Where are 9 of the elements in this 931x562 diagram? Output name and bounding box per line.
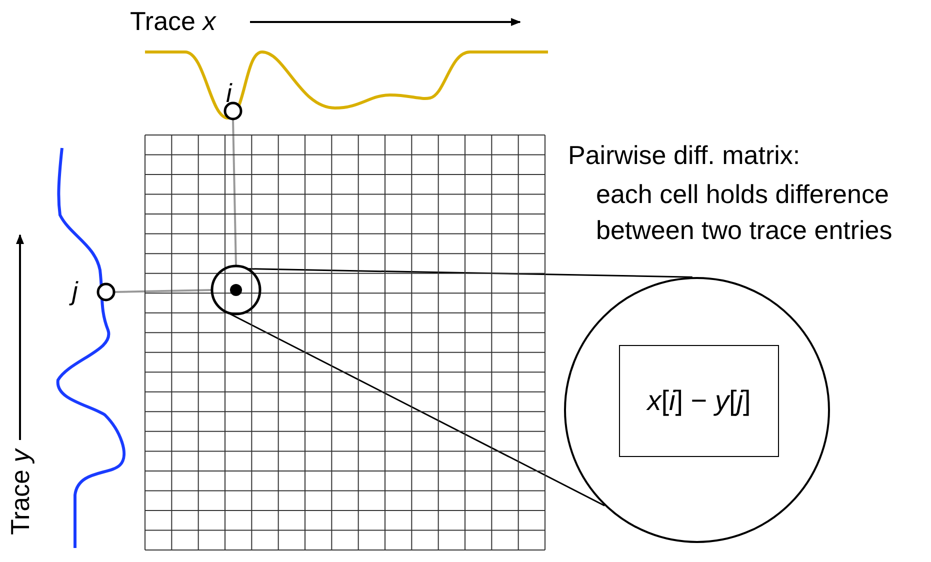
magnifier-circle xyxy=(210,264,262,316)
axis-label: Trace y xyxy=(5,449,35,535)
zoom-line xyxy=(247,268,692,278)
guide-line xyxy=(232,120,237,266)
guide-line xyxy=(114,289,212,293)
point-label: i xyxy=(226,78,232,108)
note-heading: Pairwise diff. matrix: xyxy=(568,140,800,170)
axis-label: Trace x xyxy=(130,6,216,36)
note-text: each cell holds difference between two trace entries xyxy=(596,178,894,247)
